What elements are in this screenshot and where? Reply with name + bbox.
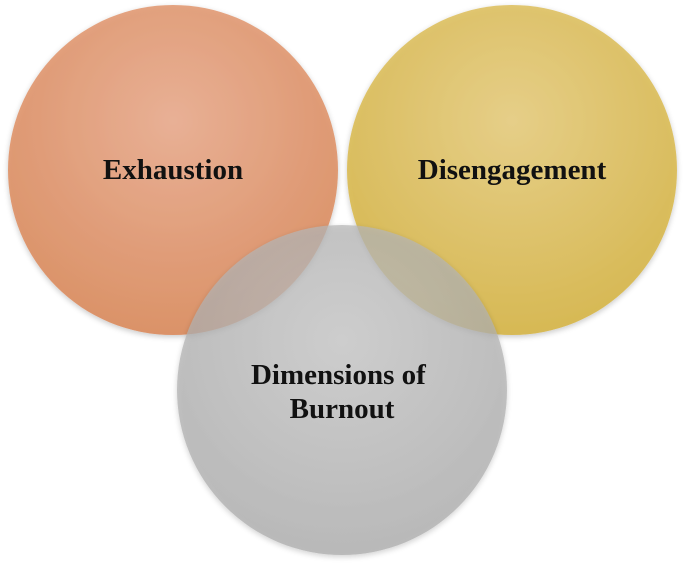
circle-dimensions-of-burnout <box>177 225 507 555</box>
label-exhaustion-line-1: Exhaustion <box>103 154 243 186</box>
label-dimensions-of-burnout: Dimensions of Burnout <box>251 359 433 425</box>
label-dimensions-line-1: Dimensions of <box>251 359 426 391</box>
label-dimensions-line-2: Burnout <box>290 393 395 425</box>
label-disengagement-line-1: Disengagement <box>418 154 607 186</box>
label-exhaustion: Exhaustion <box>103 154 243 186</box>
label-disengagement: Disengagement <box>418 154 607 186</box>
